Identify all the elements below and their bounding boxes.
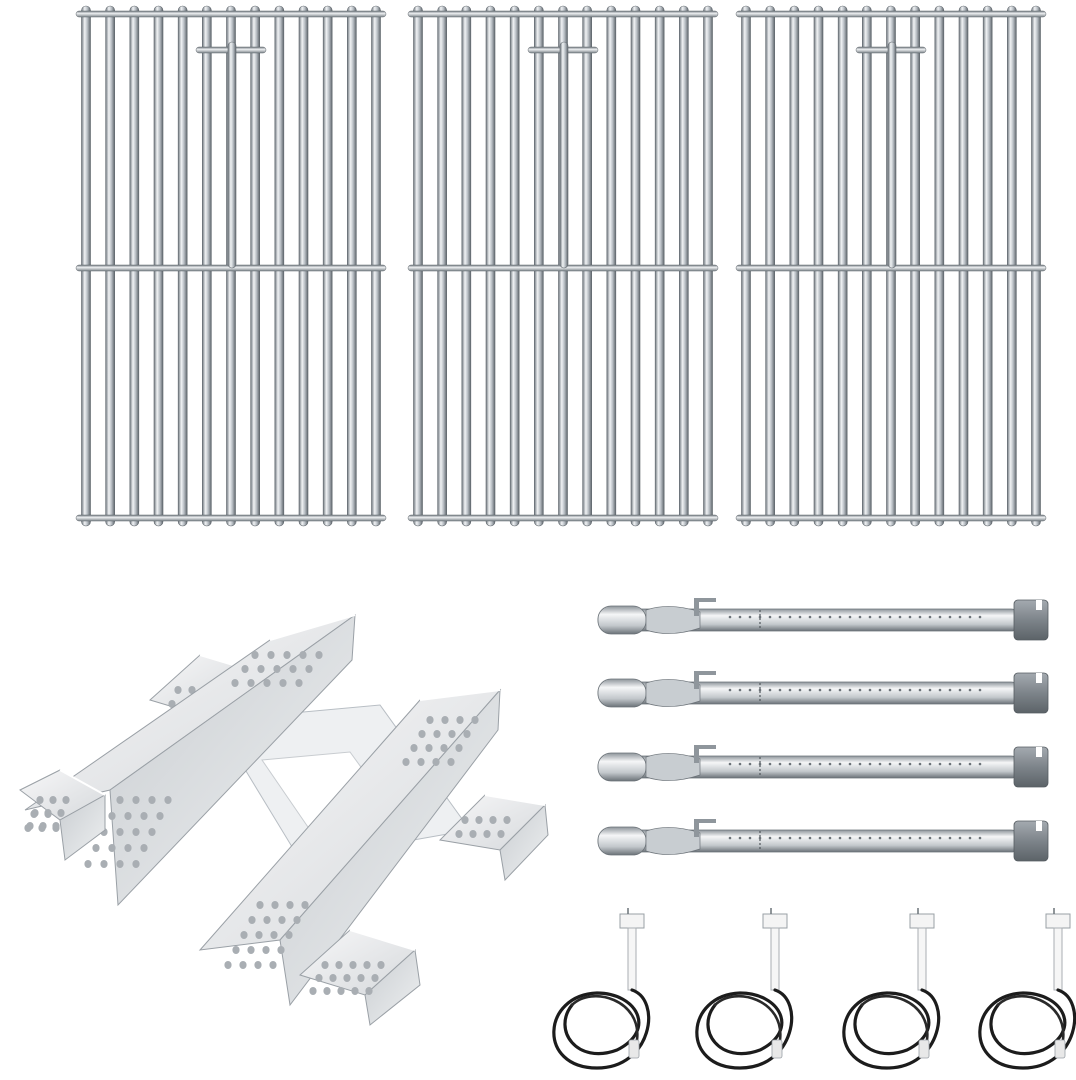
igniter-electrode-icon <box>695 908 794 1070</box>
burner-tube-icon <box>597 598 1049 641</box>
burner-tube-icon <box>597 745 1049 788</box>
heat-plate-icon <box>299 929 421 1026</box>
cooking-grates <box>75 5 1047 527</box>
grill-grate-icon <box>75 5 387 527</box>
heat-plate-icon <box>24 613 356 907</box>
heat-plate-icon <box>438 794 549 882</box>
igniter-electrode-icon <box>552 908 651 1070</box>
heat-plate-icon <box>19 769 107 861</box>
heat-plate-icon <box>198 688 502 1007</box>
igniter-electrode-icon <box>978 908 1076 1070</box>
burner-tube-icon <box>597 671 1049 714</box>
burner-tubes <box>597 598 1049 862</box>
burner-tube-icon <box>597 819 1049 862</box>
igniter-electrodes <box>552 908 1076 1070</box>
heat-plates <box>19 613 549 1026</box>
igniter-electrode-icon <box>842 908 941 1070</box>
grill-grate-icon <box>735 5 1047 527</box>
grill-grate-icon <box>407 5 719 527</box>
